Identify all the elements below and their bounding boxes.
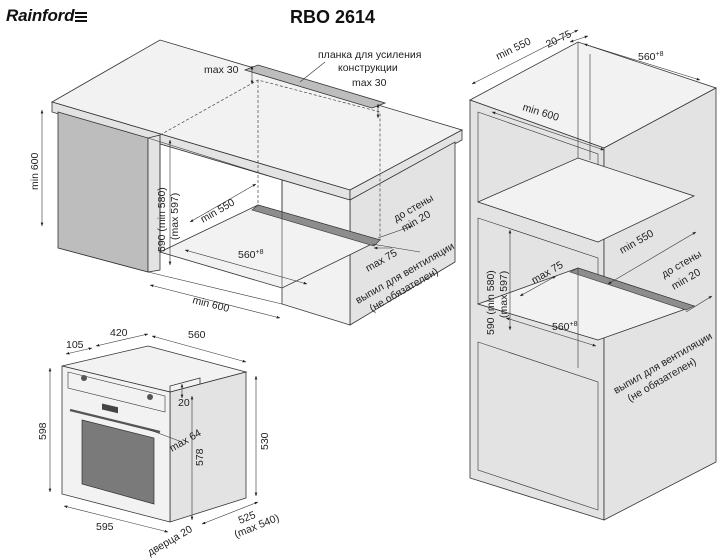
label-niche-height-2: (max 597) — [169, 193, 181, 240]
door-handle — [69, 408, 161, 434]
oven-label-598: 598 — [37, 422, 49, 440]
left-cabinet-side — [57, 111, 149, 273]
column-shelf-1 — [476, 157, 696, 243]
label-max30-top: max 30 — [204, 64, 239, 76]
oven-label-560: 560 — [188, 329, 206, 341]
column-cabinet: min 550 20-75 560+8 min 600 min 550 до с… — [469, 28, 718, 521]
col-label-width560-top: 560+8 — [638, 51, 664, 63]
col-label-niche-2: (max 597) — [498, 271, 510, 318]
control-panel — [67, 371, 166, 413]
label-niche-height-1: 590 (min 580) — [156, 187, 168, 252]
label-width560: 560+8 — [238, 249, 264, 261]
column-vent-cutout — [569, 267, 695, 311]
brand-logo: Rainford — [6, 6, 88, 26]
oven-label-420: 420 — [110, 327, 128, 339]
col-label-min550-top: min 550 — [494, 35, 533, 62]
oven-label-105: 105 — [66, 339, 84, 351]
oven-label-door20: дверца 20 — [146, 523, 195, 558]
under-counter-cabinet: max 30 планка для усиления конструкции m… — [29, 39, 464, 326]
oven-label-20: 20 — [178, 397, 190, 409]
label-reinforcement-1: планка для усиления — [318, 49, 421, 61]
knob-right — [147, 394, 153, 400]
oven-label-530: 530 — [259, 432, 271, 450]
label-max30-bar: max 30 — [352, 77, 387, 89]
left-cabinet-edge — [147, 134, 161, 273]
label-min600-height: min 600 — [29, 152, 41, 190]
oven: 105 420 560 20 max 64 598 578 530 595 52… — [37, 327, 281, 559]
label-reinforcement-2: конструкции — [338, 62, 398, 74]
oven-label-578: 578 — [194, 448, 206, 466]
knob-left — [81, 375, 87, 381]
oven-window — [81, 419, 155, 505]
model-title: RBO 2614 — [290, 7, 376, 27]
countertop-side-edge — [349, 129, 463, 201]
reinforcement-bar — [243, 64, 387, 109]
col-label-niche-1: 590 (min 580) — [485, 270, 497, 335]
col-label-width560: 560+8 — [552, 321, 578, 333]
oven-label-595: 595 — [96, 521, 114, 533]
label-min600-width: min 600 — [191, 294, 230, 315]
